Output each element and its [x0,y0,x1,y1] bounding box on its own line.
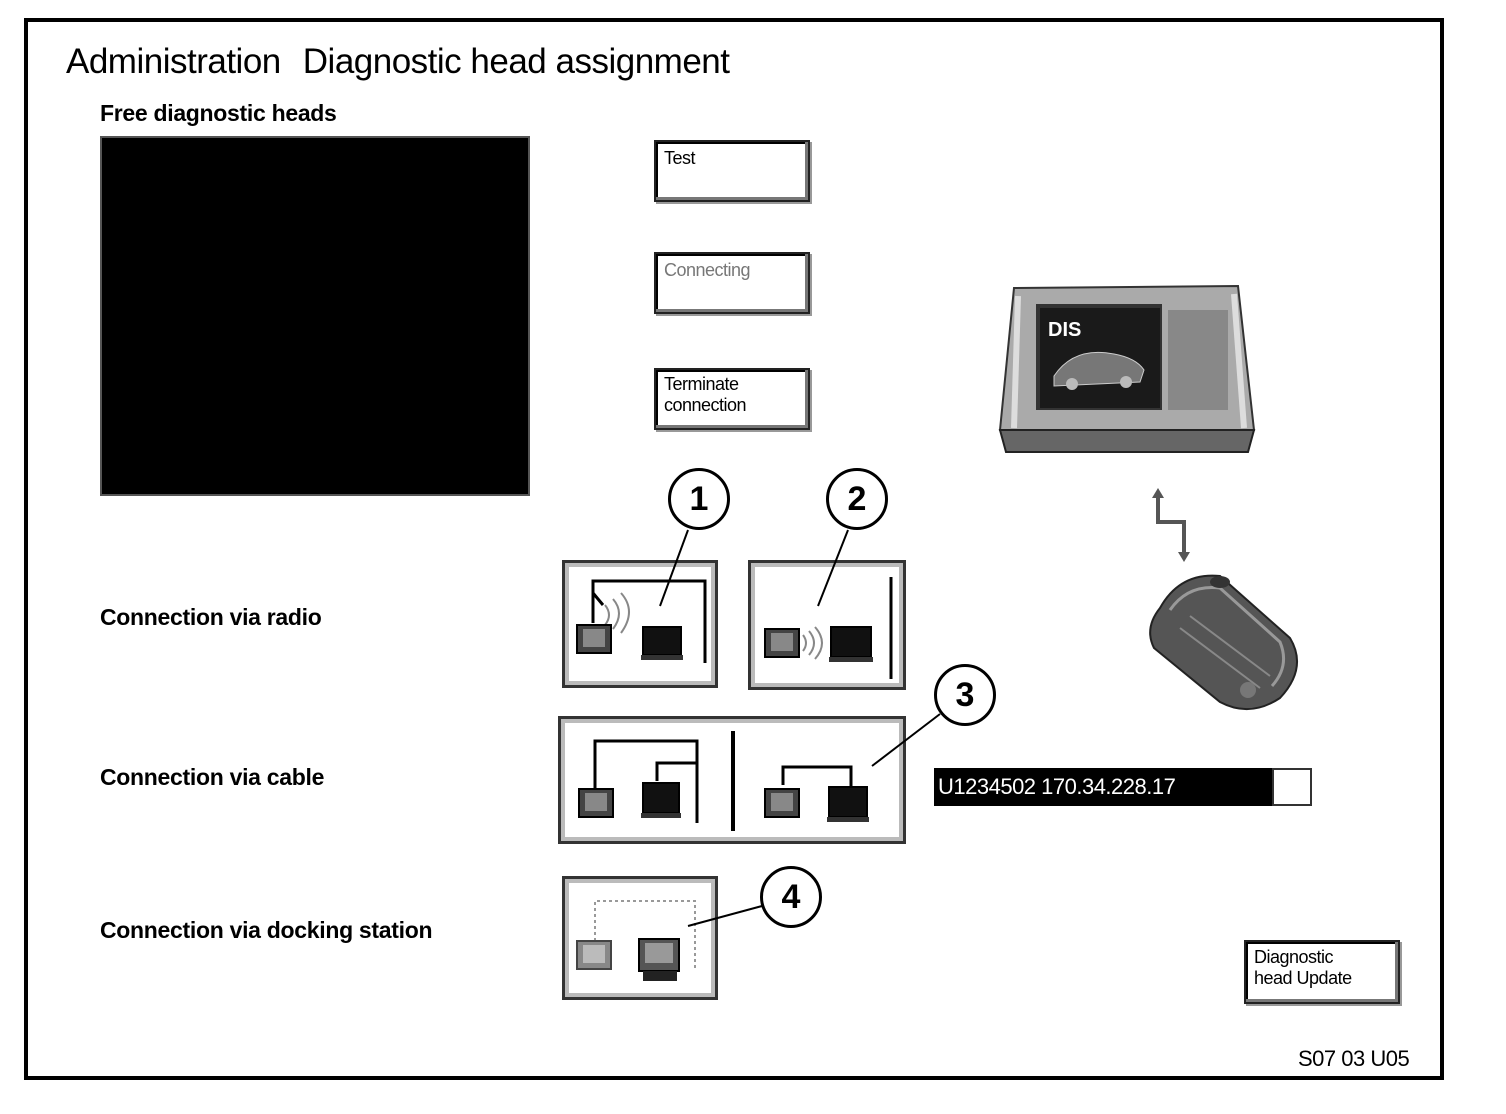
connection-cable-label: Connection via cable [100,764,325,790]
title-page: Diagnostic head assignment [302,42,730,81]
callout-4: 4 [760,866,822,928]
radio-option-2[interactable] [748,560,906,690]
connection-arrow-icon [1152,488,1190,562]
callout-1: 1 [668,468,730,530]
assigned-head-value[interactable]: U1234502 170.34.228.17 [934,768,1272,806]
radio-laptop-network-icon [576,579,707,663]
update-label-line2: head Update [1254,968,1352,988]
test-button[interactable]: Test [654,140,810,202]
cable-option-3[interactable] [558,716,906,844]
free-heads-label: Free diagnostic heads [100,100,337,126]
page-title: Administration Diagnostic head assignment [66,42,751,82]
diagnostic-head-update-button[interactable]: Diagnostic head Update [1244,940,1400,1004]
connecting-button[interactable]: Connecting [654,252,810,314]
laptop-icon: DIS [998,284,1256,453]
radio-option-1[interactable] [562,560,718,688]
callout-3: 3 [934,664,996,726]
laptop-screen-label: DIS [1048,319,1081,341]
free-heads-list[interactable] [100,136,530,496]
title-section: Administration [66,42,281,81]
update-label-line1: Diagnostic [1254,947,1334,967]
footer-code: S07 03 U05 [1298,1046,1410,1071]
assigned-head-checkbox[interactable] [1272,768,1312,806]
terminate-connection-button[interactable]: Terminate connection [654,368,810,430]
cable-connection-icon [578,731,869,831]
terminate-label-line2: connection [664,395,747,415]
connection-docking-label: Connection via docking station [100,917,433,943]
radio-direct-icon [764,577,893,679]
diagnostic-head-icon [1149,574,1298,711]
docking-station-icon [576,900,696,981]
terminate-label-line1: Terminate [664,374,739,394]
callout-2: 2 [826,468,888,530]
docking-option-4[interactable] [562,876,718,1000]
assigned-head-row[interactable]: U1234502 170.34.228.17 [934,768,1312,806]
connection-radio-label: Connection via radio [100,604,322,630]
